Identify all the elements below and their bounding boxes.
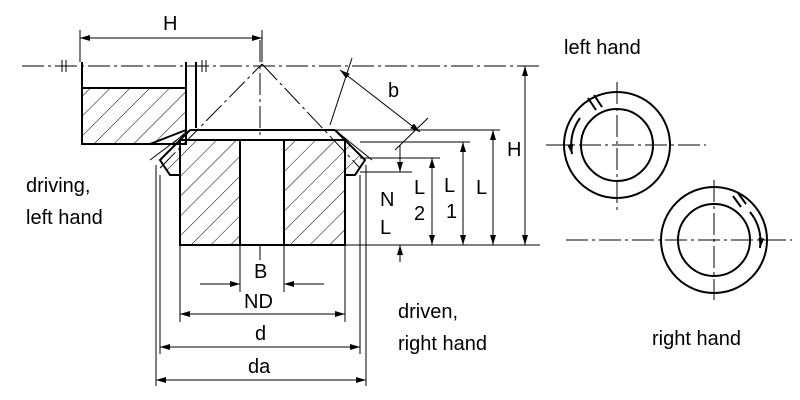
- label-L1-L: L: [444, 175, 455, 197]
- dim-H-top: H: [79, 13, 263, 62]
- gear-right-section: [283, 139, 346, 246]
- label-NL-L: L: [380, 217, 391, 239]
- left-hand-view: left hand: [546, 37, 706, 212]
- label-driving-line2: left hand: [26, 207, 103, 229]
- label-L1-one: 1: [446, 201, 457, 223]
- label-driving-line1: driving,: [26, 175, 90, 197]
- label-L2-two: 2: [414, 203, 425, 225]
- label-L: L: [476, 177, 487, 199]
- dim-vertical-stack: N L L 2 L 1 L H: [335, 66, 540, 262]
- dim-b: b: [329, 57, 429, 151]
- label-driven-line2: right hand: [398, 333, 487, 355]
- bore: [239, 139, 285, 246]
- label-H-top: H: [163, 13, 177, 35]
- label-ND: ND: [244, 291, 273, 313]
- label-left-hand: left hand: [564, 37, 641, 59]
- label-driven-line1: driven,: [398, 301, 458, 323]
- label-B: B: [254, 261, 267, 283]
- label-H-right: H: [507, 139, 521, 161]
- driven-gear: [149, 129, 373, 246]
- dim-horizontal-stack: B ND d da: [155, 165, 367, 386]
- label-right-hand: right hand: [652, 328, 741, 350]
- label-L2-L: L: [414, 177, 425, 199]
- right-hand-view: right hand: [566, 180, 792, 350]
- label-d: d: [255, 323, 266, 345]
- gear-left-section: [179, 139, 241, 246]
- driving-pinion: [81, 62, 197, 145]
- label-b: b: [388, 80, 399, 102]
- label-N: N: [380, 189, 394, 211]
- label-da: da: [248, 356, 271, 378]
